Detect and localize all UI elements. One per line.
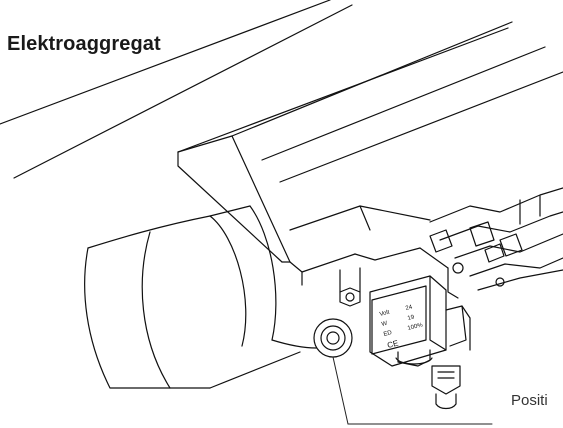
plate-val2: 19 — [407, 314, 416, 322]
plate-val1: 24 — [405, 304, 414, 312]
page-title: Elektroaggregat — [7, 33, 161, 55]
internal-mechanism — [429, 187, 563, 291]
bottom-fitting — [431, 365, 461, 410]
housing-bracket — [177, 135, 459, 299]
plate-line3: ED — [383, 330, 393, 338]
plate-ce-mark: CE — [386, 339, 399, 350]
plate-val3: 100% — [407, 322, 424, 332]
callout-leader — [332, 356, 493, 425]
valve-block — [369, 275, 471, 367]
plate-line1: Volt — [379, 310, 390, 318]
frame-rails — [0, 0, 563, 183]
flange-nuts — [313, 267, 361, 358]
nameplate-text: Volt W ED 24 19 100% CE — [379, 304, 424, 350]
plate-line2: W — [381, 321, 388, 328]
callout-label: Positi — [511, 392, 548, 409]
motor-cylinder — [84, 205, 317, 389]
